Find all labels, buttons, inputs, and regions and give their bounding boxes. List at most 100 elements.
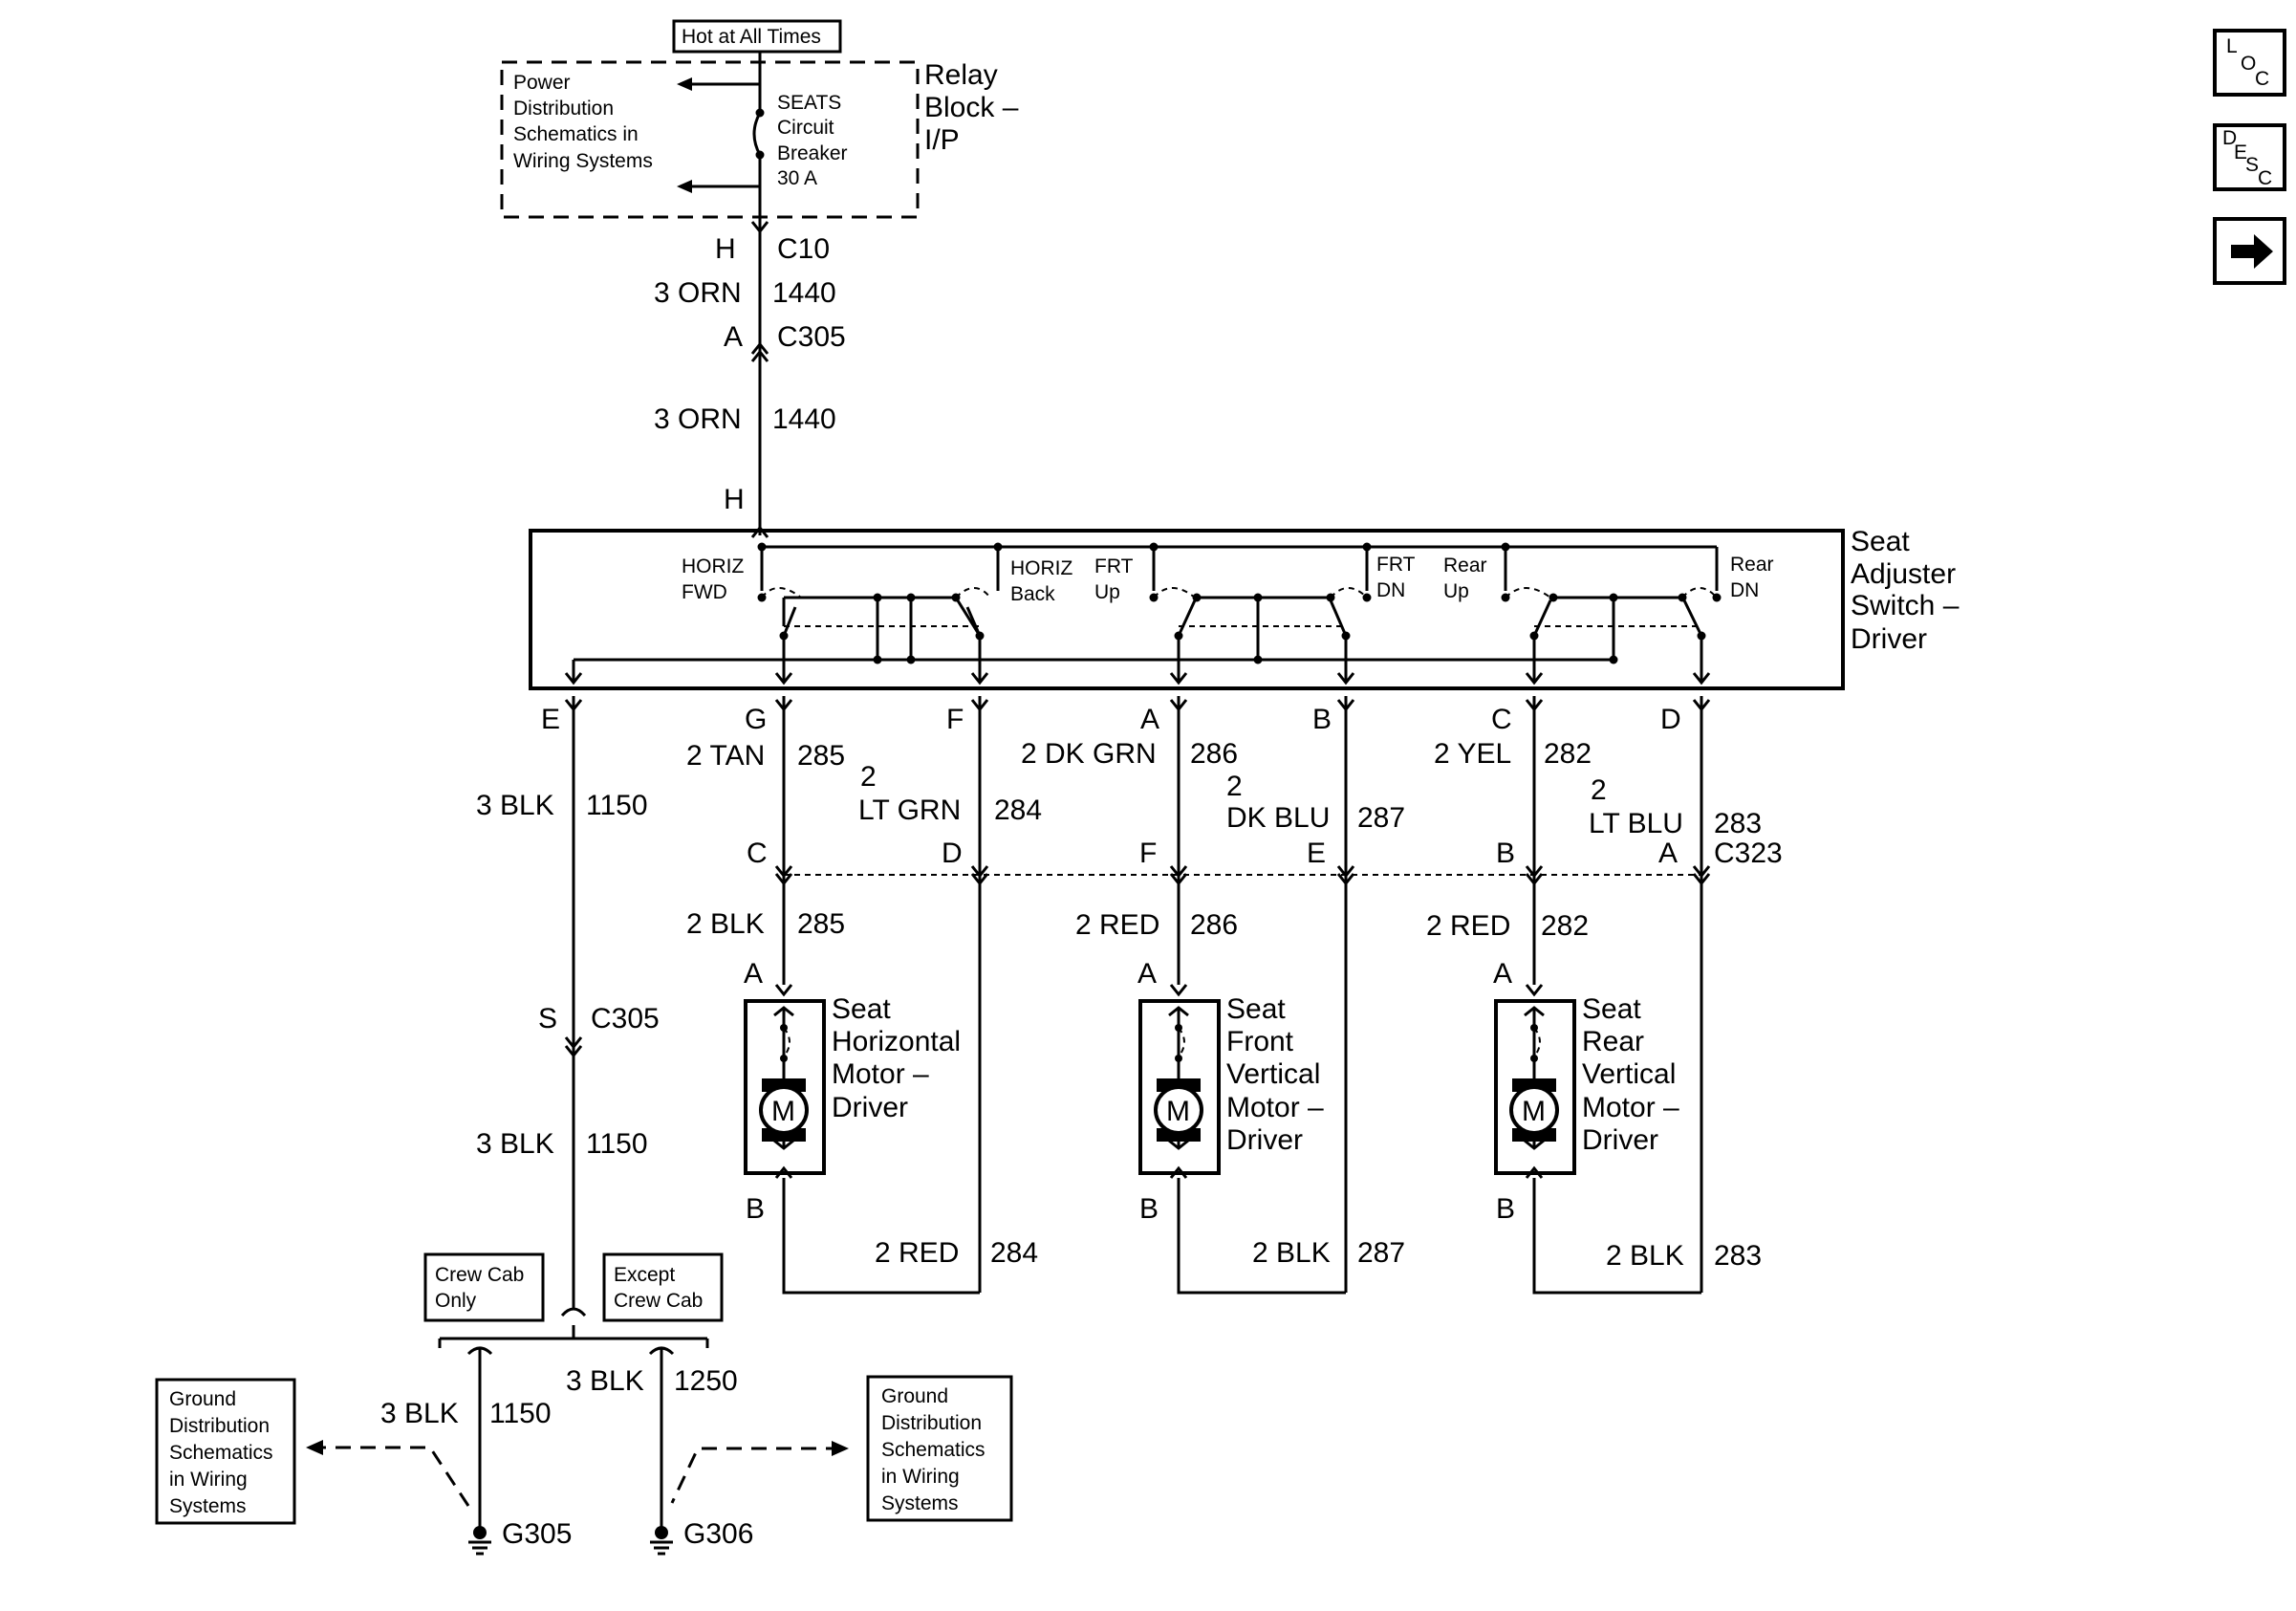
label-rear-up-2: Up [1443, 580, 1469, 602]
ground-ref-left-3: Schematics [169, 1442, 273, 1464]
rear-c-color: 2 YEL [1434, 738, 1511, 770]
horiz-return-color: 2 RED [875, 1237, 959, 1269]
breaker-label-1: SEATS [777, 92, 841, 114]
c305-feed-pin: A [724, 321, 743, 353]
switch-title-4: Driver [1851, 623, 1927, 655]
ground-icon [468, 1526, 491, 1556]
front-motor-box [1138, 999, 1221, 1175]
label-horiz-fwd-2: FWD [682, 581, 727, 603]
pin-s: S [538, 1003, 557, 1034]
svg-text:S: S [2245, 154, 2259, 176]
front-b-circuit: 287 [1357, 802, 1405, 834]
front-motor-icon [1154, 1085, 1203, 1135]
ground-branch: E 3 BLK 1150 S C305 3 BLK 1150 Crew Cab … [155, 696, 1013, 1556]
front-b-color-top: 2 [1226, 771, 1243, 802]
left-ground-circuit: 1150 [489, 1398, 552, 1429]
power-ref-3: Schematics in [513, 123, 639, 145]
front-pin-b: B [1312, 704, 1332, 735]
front-return-circuit: 287 [1357, 1237, 1405, 1269]
relay-block-outline [500, 60, 920, 219]
breaker-label-3: Breaker [777, 142, 848, 164]
label-horiz-back-1: HORIZ [1010, 557, 1073, 579]
hot-label: Hot at All Times [682, 26, 821, 48]
switch-title-1: Seat [1851, 526, 1910, 557]
rear-motor-circuit: 282 [1541, 910, 1589, 942]
ground-ref-right-2: Distribution [881, 1412, 982, 1434]
loc-button[interactable]: L O C [2213, 29, 2286, 97]
front-switch-contacts [1149, 587, 1372, 664]
desc-button[interactable]: D E S C [2213, 123, 2286, 191]
rear-motor-title-1: Seat [1582, 993, 1641, 1025]
label-rear-dn-1: Rear [1730, 554, 1774, 576]
pin-e: E [541, 704, 560, 735]
relay-block-title-3: I/P [924, 124, 960, 156]
feed-circuit-2: 1440 [772, 403, 836, 435]
horiz-motor-symbol: M [771, 1096, 795, 1127]
horiz-motor-title-4: Driver [832, 1092, 908, 1123]
c305-feed-label: C305 [777, 321, 846, 353]
front-motor-circuit: 286 [1190, 909, 1238, 941]
ground-circuit-1: 1150 [586, 790, 648, 821]
connector-c305-feed [750, 341, 769, 362]
connector-c10 [750, 221, 769, 234]
horiz-motor-title-1: Seat [832, 993, 891, 1025]
g305-label: G305 [502, 1518, 572, 1550]
ground-circuit-2: 1150 [586, 1128, 648, 1160]
rear-motor-title-2: Rear [1582, 1026, 1644, 1057]
switch-h-pin: H [724, 484, 745, 515]
ground-ref-right-3: Schematics [881, 1439, 986, 1461]
front-motor-color: 2 RED [1075, 909, 1159, 941]
horiz-pin-d: D [942, 838, 963, 869]
feed-color-1: 3 ORN [654, 277, 742, 309]
front-motor-title-5: Driver [1226, 1124, 1303, 1156]
rear-motor-title-4: Motor – [1582, 1092, 1679, 1123]
power-ref-2: Distribution [513, 98, 614, 120]
rear-motor-color: 2 RED [1426, 910, 1510, 942]
rear-return-color: 2 BLK [1606, 1240, 1684, 1272]
feed-color-2: 3 ORN [654, 403, 742, 435]
front-motor-pin-b: B [1139, 1193, 1159, 1225]
feed-circuit-1: 1440 [772, 277, 836, 309]
horiz-motor-icon [759, 1085, 809, 1135]
horiz-motor-title-2: Horizontal [832, 1026, 961, 1057]
ground-ref-left-4: in Wiring [169, 1469, 248, 1491]
crew-cab-only-1: Crew Cab [435, 1264, 524, 1286]
except-crew-cab-2: Crew Cab [614, 1290, 703, 1312]
horiz-motor-title-3: Motor – [832, 1058, 929, 1090]
switch-title-3: Switch – [1851, 590, 1960, 621]
front-pin-f: F [1139, 838, 1157, 869]
relay-block-title-2: Block – [924, 92, 1019, 123]
horiz-pin-g: G [745, 704, 767, 735]
rear-motor-box [1494, 999, 1576, 1175]
svg-text:D: D [2222, 127, 2237, 149]
horiz-motor-pin-a: A [744, 958, 763, 990]
rear-switch-contacts [1139, 587, 1722, 664]
rear-pin-d: D [1660, 704, 1681, 735]
breaker-symbol [681, 52, 762, 226]
horiz-f-color: LT GRN [858, 795, 961, 826]
c10-pin: H [715, 233, 736, 265]
label-frt-dn-1: FRT [1376, 554, 1416, 576]
ground-ref-right-box [866, 1375, 1013, 1522]
rear-d-color: LT BLU [1589, 808, 1683, 839]
c305-ground-label: C305 [591, 1003, 660, 1034]
front-motor-title-3: Vertical [1226, 1058, 1320, 1090]
front-pin-a: A [1140, 704, 1159, 735]
svg-text:O: O [2241, 53, 2256, 75]
right-ground-color: 3 BLK [566, 1365, 644, 1397]
horiz-return-circuit: 284 [990, 1237, 1038, 1269]
ground-ref-right-5: Systems [881, 1492, 959, 1514]
label-frt-dn-2: DN [1376, 579, 1405, 601]
left-ground-color: 3 BLK [380, 1398, 459, 1429]
horiz-pin-c: C [747, 838, 768, 869]
horiz-motor-box [744, 999, 826, 1175]
rear-motor-circuit: C 2 YEL 282 D 2 LT BLU 283 B A 2 RED 282… [1426, 696, 1762, 1295]
relay-block-title-1: Relay [924, 59, 998, 91]
front-motor-symbol: M [1166, 1096, 1190, 1127]
connector-c305-ground [564, 1036, 583, 1058]
rear-motor-title-3: Vertical [1582, 1058, 1676, 1090]
next-button[interactable] [2213, 217, 2286, 285]
rear-motor-pin-a: A [1493, 958, 1512, 990]
ground-ref-left-2: Distribution [169, 1415, 270, 1437]
